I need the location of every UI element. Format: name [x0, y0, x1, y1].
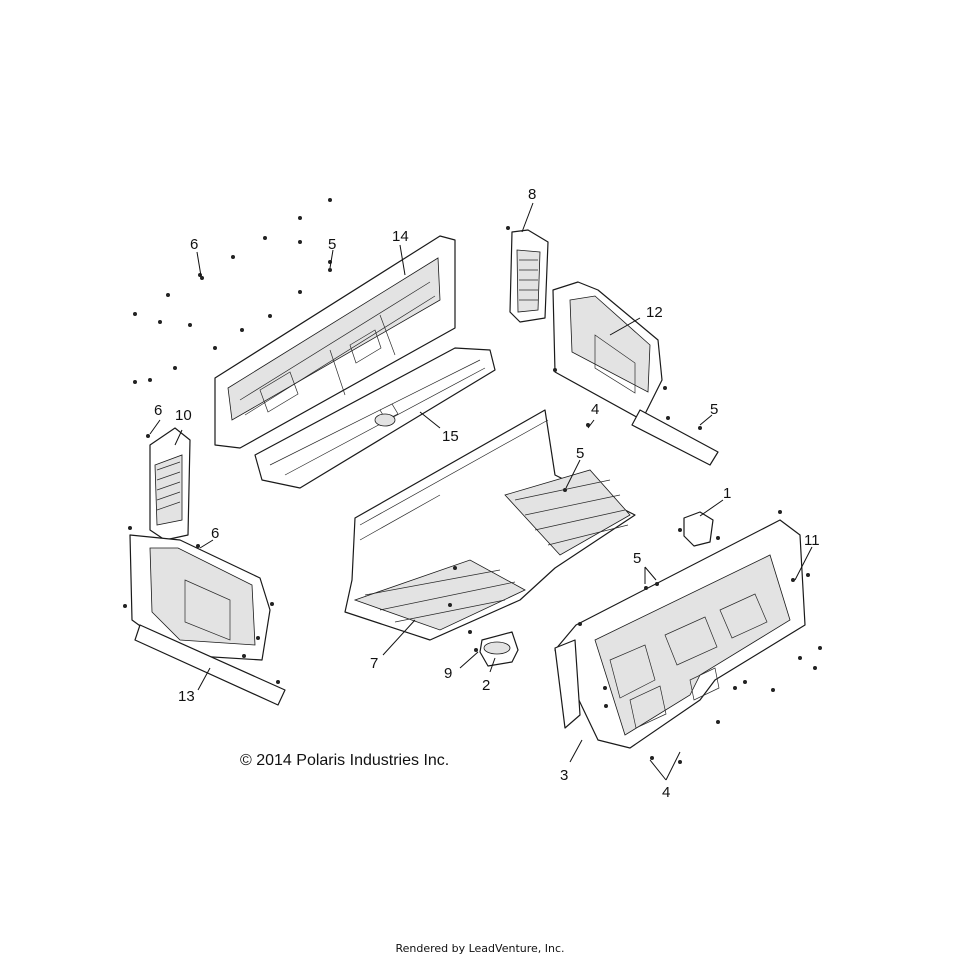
callout-2: 2: [482, 677, 490, 694]
part-2-bracket: [479, 631, 519, 667]
callout-6-top: 6: [190, 236, 198, 253]
callout-5-right: 5: [710, 401, 718, 418]
part-14-rear-panel: [214, 235, 456, 449]
callout-8: 8: [528, 186, 536, 203]
callout-6-vent: 6: [154, 402, 162, 419]
rendered-by-footer: Rendered by LeadVenture, Inc.: [395, 942, 565, 955]
callout-10: 10: [175, 407, 192, 424]
part-3-front-panel: [554, 519, 806, 749]
part-7-floor-tub: [344, 409, 636, 641]
callout-15: 15: [442, 428, 459, 445]
callout-14: 14: [392, 228, 409, 245]
callout-5-floor: 5: [576, 445, 584, 462]
copyright-notice: © 2014 Polaris Industries Inc.: [240, 752, 450, 769]
callout-labels: 1 2 3 4 4 5 5 5 5 6 6 6 7 8 9 10 11 12 1…: [154, 186, 820, 801]
callout-7: 7: [370, 655, 378, 672]
callout-5-front: 5: [633, 550, 641, 567]
callout-12: 12: [646, 304, 663, 321]
callout-4-bottom: 4: [662, 784, 670, 801]
part-8-vent: [509, 229, 549, 323]
callout-5-rear: 5: [328, 236, 336, 253]
part-10-left-vent: [149, 427, 191, 541]
callout-6-side: 6: [211, 525, 219, 542]
leader-lines: [149, 202, 813, 781]
callout-3: 3: [560, 767, 568, 784]
fastener-screws: [123, 198, 822, 764]
part-1-block: [683, 511, 714, 547]
callout-4-top: 4: [591, 401, 599, 418]
callout-11: 11: [804, 532, 820, 549]
callout-1: 1: [723, 485, 731, 502]
part-13-left-side-panel: [129, 534, 286, 706]
callout-13: 13: [178, 688, 195, 705]
callout-9: 9: [444, 665, 452, 682]
part-12-right-side-panel: [552, 281, 719, 466]
part-15-cross-brace: [254, 347, 496, 489]
